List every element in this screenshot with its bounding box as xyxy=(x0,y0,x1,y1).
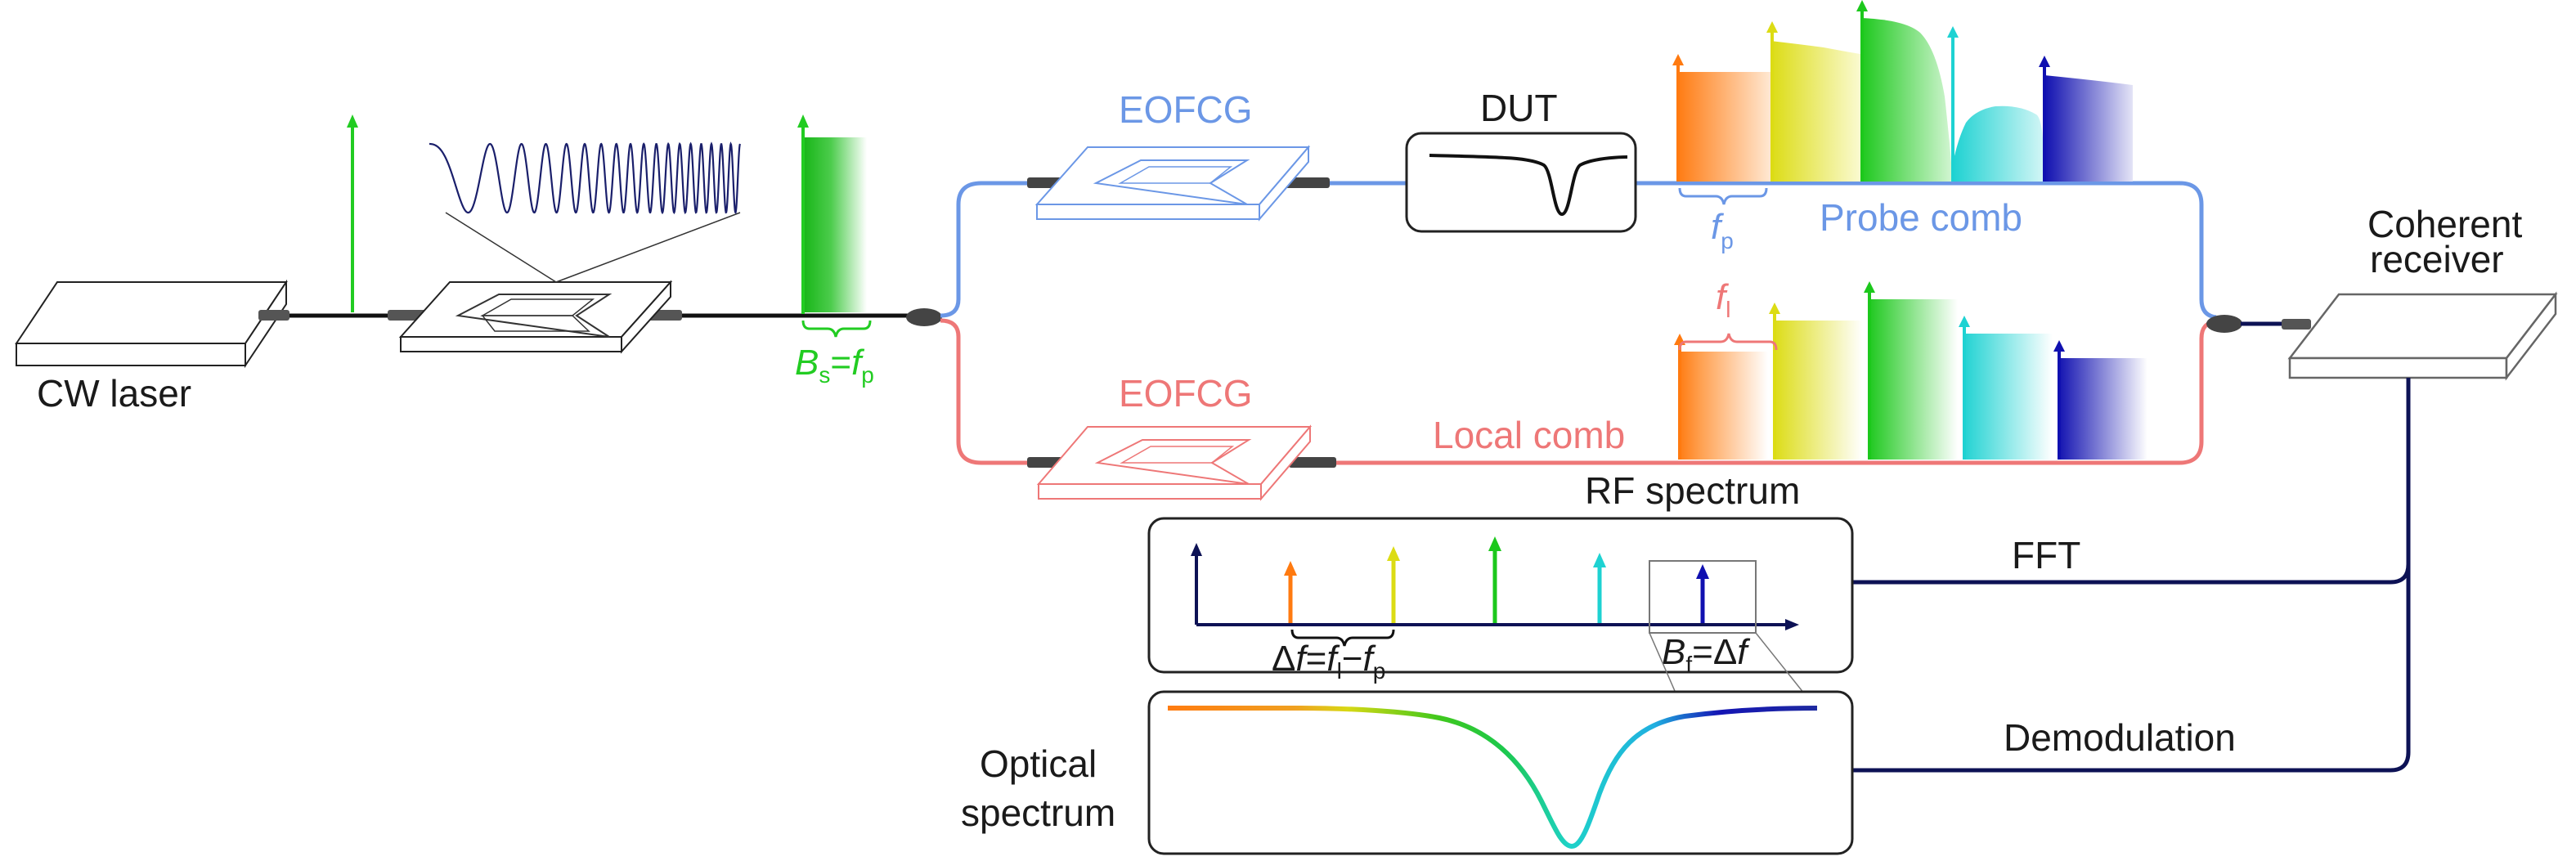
splitter xyxy=(906,308,942,326)
fp-brace xyxy=(1678,187,1768,205)
local-fiber xyxy=(940,318,2217,465)
local-comb-spectrum xyxy=(1674,281,2147,460)
delta-f-brace xyxy=(1290,629,1395,647)
optical-spectrum-label-line1: Optical xyxy=(980,742,1097,785)
probe-comb-label: Probe comb xyxy=(1820,196,2022,239)
local-comb-label: Local comb xyxy=(1433,414,1625,456)
fl-label: fl xyxy=(1716,277,1730,322)
eofcg-local-device xyxy=(1036,424,1313,501)
chirp-modulator xyxy=(398,280,673,354)
seed-spectrum xyxy=(797,114,867,314)
local-connector-2 xyxy=(1289,457,1336,468)
zoom-line-left xyxy=(445,212,557,283)
coherent-receiver-label-line2: receiver xyxy=(2370,238,2504,280)
rf-zoom-box xyxy=(1649,560,1757,634)
combiner xyxy=(2206,315,2242,333)
rf-spectrum-axes xyxy=(1191,543,1799,630)
demodulation-label: Demodulation xyxy=(2004,716,2236,759)
receiver-output-cable xyxy=(1852,378,2411,773)
bs-brace xyxy=(801,320,872,338)
dut-box xyxy=(1405,132,1637,233)
probe-comb-spectrum xyxy=(1672,0,2133,182)
probe-fiber xyxy=(940,181,2217,320)
coherent-receiver-label-line1: Coherent xyxy=(2367,203,2522,245)
fl-brace xyxy=(1678,333,1778,351)
chirp-waveform xyxy=(429,141,742,215)
bs-equals-fp-label: Bs=fp xyxy=(795,343,874,388)
dut-label: DUT xyxy=(1480,87,1558,129)
receiver-connector xyxy=(2282,319,2311,330)
cw-laser-device xyxy=(15,279,288,369)
coherent-receiver-device xyxy=(2287,291,2558,381)
eofcg-probe-label: EOFCG xyxy=(1119,88,1253,131)
eofcg-probe-device xyxy=(1034,145,1311,222)
optical-spectrum-label-line2: spectrum xyxy=(961,791,1115,834)
optical-spectrum-trace xyxy=(1168,706,1818,850)
cw-tone-arrow xyxy=(347,114,358,312)
fft-label: FFT xyxy=(2012,534,2080,576)
optical-spectrum-panel xyxy=(1147,690,1854,855)
probe-connector-2 xyxy=(1282,177,1330,188)
bf-label: Bf=Δf xyxy=(1662,632,1751,677)
eofcg-local-label: EOFCG xyxy=(1119,372,1253,415)
delta-f-label: Δf=fl−fp xyxy=(1272,639,1385,684)
rf-spectrum-title: RF spectrum xyxy=(1585,469,1800,512)
cw-laser-label: CW laser xyxy=(37,372,191,415)
fp-label: fp xyxy=(1711,207,1734,253)
rf-beat-notes xyxy=(1284,536,1709,623)
zoom-line-right xyxy=(555,212,741,283)
